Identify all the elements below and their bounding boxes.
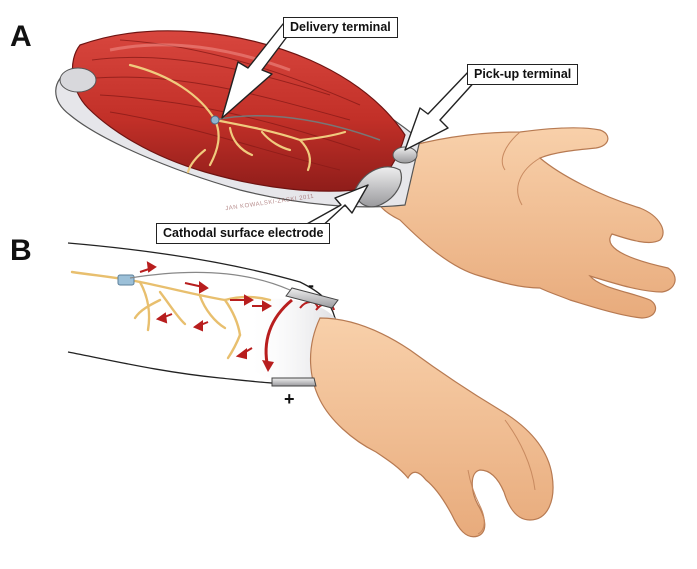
panel-a-letter: A bbox=[10, 20, 32, 53]
pickup-terminal-label: Pick-up terminal bbox=[467, 64, 579, 85]
elbow-cap-a bbox=[59, 67, 97, 93]
hand-b bbox=[310, 317, 554, 538]
cathodal-electrode-label: Cathodal surface electrode bbox=[156, 223, 331, 244]
hand-a-crease bbox=[517, 157, 541, 206]
hand-b-knuckle bbox=[504, 419, 536, 491]
hand-b-thumb bbox=[467, 469, 485, 535]
electrode-icon bbox=[285, 287, 339, 309]
delivery-terminal-label: Delivery terminal bbox=[283, 17, 398, 38]
current-arrow-icon bbox=[139, 261, 273, 360]
arrow-pointer-icon bbox=[404, 69, 479, 151]
delivery-terminal-dot bbox=[210, 115, 220, 125]
nerve-cuff bbox=[117, 274, 135, 286]
panel-a-illustration bbox=[55, 23, 676, 319]
electrode-icon bbox=[271, 377, 317, 387]
muscle-highlight bbox=[109, 43, 291, 72]
nerve-b bbox=[70, 270, 272, 360]
current-arrow-icon bbox=[262, 360, 274, 372]
delivery-wire bbox=[214, 114, 381, 141]
pickup-terminal-cap bbox=[392, 146, 418, 164]
electrode-sign-minus: - bbox=[308, 275, 314, 295]
panel-b-illustration bbox=[67, 242, 554, 538]
electrode-sign-plus: + bbox=[284, 389, 295, 409]
panel-b-letter: B bbox=[10, 234, 32, 267]
nerve-a bbox=[128, 63, 347, 174]
wire-b bbox=[129, 271, 291, 291]
hand-a-thumb-line bbox=[501, 131, 521, 171]
hand-a bbox=[375, 127, 676, 319]
cathodal-electrode bbox=[354, 166, 402, 208]
